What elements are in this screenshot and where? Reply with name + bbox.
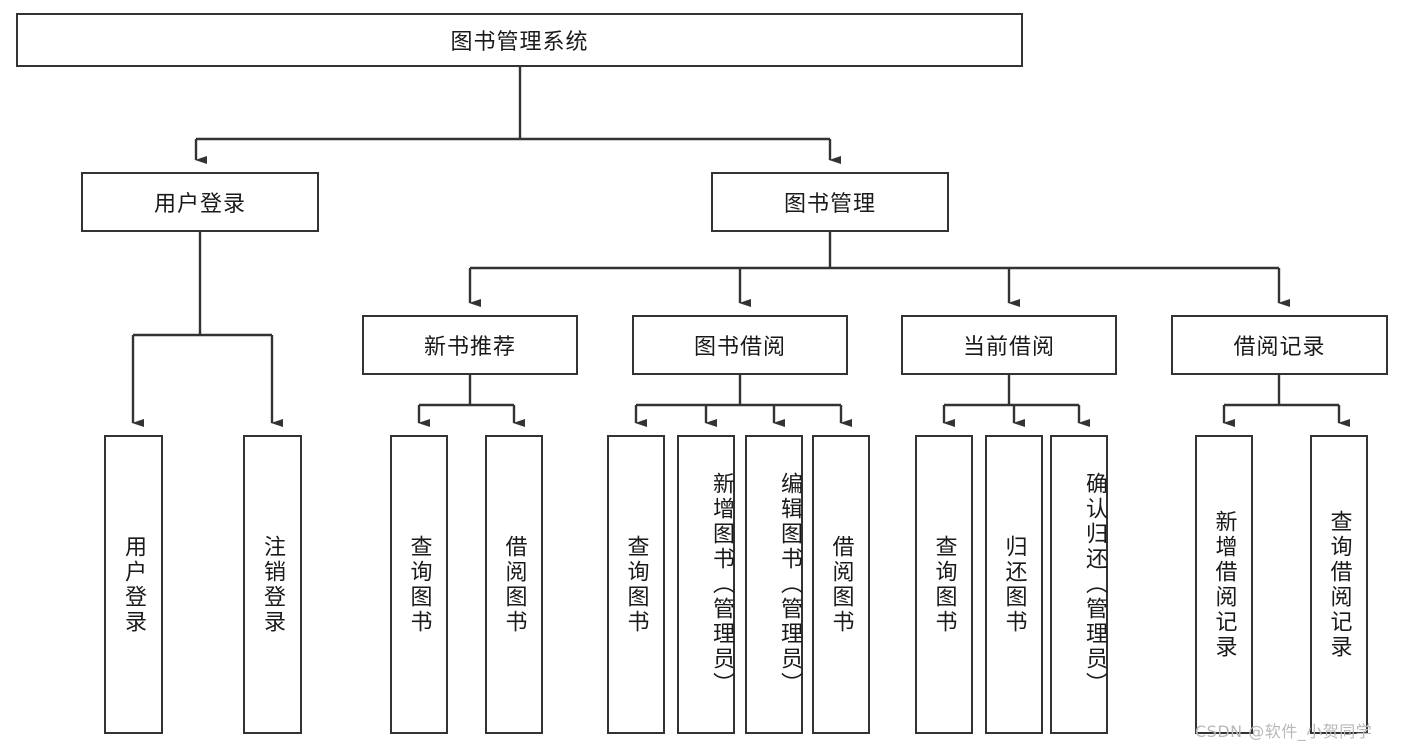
leaf-node[interactable]: 归还图书: [985, 435, 1043, 734]
leaf-node[interactable]: 确认归还（管理员）: [1050, 435, 1108, 734]
node-current-borrow[interactable]: 当前借阅: [901, 315, 1117, 375]
watermark-text: CSDN @软件_小贺同学: [1195, 722, 1373, 741]
node-new-book-recommend[interactable]: 新书推荐: [362, 315, 578, 375]
node-book-management[interactable]: 图书管理: [711, 172, 949, 232]
leaf-node[interactable]: 编辑图书（管理员）: [745, 435, 803, 734]
leaf-node[interactable]: 借阅图书: [812, 435, 870, 734]
node-user-login[interactable]: 用户登录: [81, 172, 319, 232]
leaf-node[interactable]: 用户登录: [104, 435, 163, 734]
node-root-system[interactable]: 图书管理系统: [16, 13, 1023, 67]
leaf-node[interactable]: 查询图书: [607, 435, 665, 734]
leaf-node[interactable]: 查询图书: [915, 435, 973, 734]
leaf-node[interactable]: 注销登录: [243, 435, 302, 734]
leaf-node[interactable]: 借阅图书: [485, 435, 543, 734]
node-book-borrow[interactable]: 图书借阅: [632, 315, 848, 375]
node-borrow-record[interactable]: 借阅记录: [1171, 315, 1388, 375]
leaf-node[interactable]: 新增图书（管理员）: [677, 435, 735, 734]
leaf-node[interactable]: 查询图书: [390, 435, 448, 734]
leaf-node[interactable]: 新增借阅记录: [1195, 435, 1253, 734]
leaf-node[interactable]: 查询借阅记录: [1310, 435, 1368, 734]
